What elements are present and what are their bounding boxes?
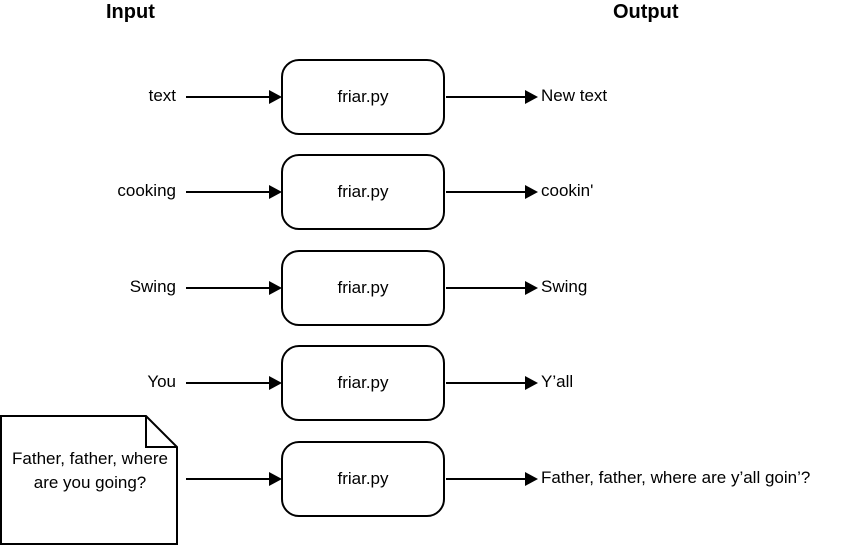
input-arrow: [186, 376, 282, 390]
output-label: Swing: [541, 277, 588, 296]
output-label: cookin': [541, 181, 594, 200]
flow-row: You friar.py Y’all: [0, 345, 858, 421]
output-arrow: [446, 185, 538, 199]
input-header: Input: [106, 1, 155, 23]
process-label: friar.py: [337, 278, 389, 297]
input-label: text: [148, 86, 176, 105]
output-arrow: [446, 376, 538, 390]
input-arrow: [186, 185, 282, 199]
input-arrow: [186, 90, 282, 104]
process-box: friar.py: [281, 250, 445, 326]
process-label: friar.py: [337, 87, 389, 106]
process-box: friar.py: [281, 59, 445, 135]
flow-row: Swing friar.py Swing: [0, 250, 858, 326]
output-label: Y’all: [541, 372, 574, 391]
process-label: friar.py: [337, 373, 389, 392]
process-box: friar.py: [281, 441, 445, 517]
input-arrow: [186, 472, 282, 486]
process-label: friar.py: [337, 182, 389, 201]
document-icon: [0, 415, 178, 545]
input-document: Father, father, where are you going?: [0, 415, 178, 545]
output-header: Output: [613, 1, 679, 23]
input-label: You: [147, 372, 176, 391]
input-label: cooking: [117, 181, 176, 200]
process-box: friar.py: [281, 345, 445, 421]
output-arrow: [446, 281, 538, 295]
document-text: Father, father, where are you going?: [12, 449, 168, 492]
output-label: Father, father, where are y’all goin’?: [541, 468, 811, 487]
output-label: New text: [541, 86, 608, 105]
flow-row: cooking friar.py cookin': [0, 154, 858, 230]
process-label: friar.py: [337, 469, 389, 488]
output-arrow: [446, 90, 538, 104]
input-arrow: [186, 281, 282, 295]
flow-row: friar.py Father, father, where are y’all…: [0, 441, 858, 517]
process-box: friar.py: [281, 154, 445, 230]
flow-row: text friar.py New text: [0, 59, 858, 135]
output-arrow: [446, 472, 538, 486]
input-label: Swing: [129, 277, 176, 296]
